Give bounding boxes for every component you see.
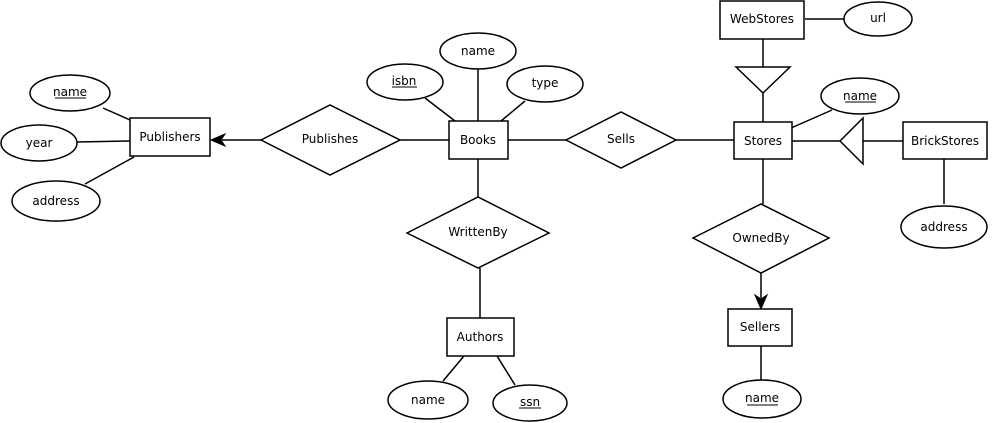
attribute-book-name: name bbox=[439, 32, 517, 70]
attribute-brickstore-address: address bbox=[900, 205, 988, 249]
entity-authors-label: Authors bbox=[457, 330, 504, 344]
line-publisher-address bbox=[84, 156, 135, 185]
entity-publishers-label: Publishers bbox=[139, 130, 200, 144]
relationship-writtenby-label: WrittenBy bbox=[448, 225, 507, 239]
isa-triangle-brickstores bbox=[838, 116, 864, 166]
relationship-sells-label: Sells bbox=[607, 132, 635, 146]
line-publisher-name bbox=[102, 107, 131, 121]
entity-publishers: Publishers bbox=[129, 117, 211, 157]
line-book-isbn bbox=[424, 97, 456, 122]
entity-brickstores-label: BrickStores bbox=[911, 134, 979, 148]
entity-webstores: WebStores bbox=[719, 0, 805, 40]
arrow-to-publishers bbox=[209, 132, 227, 148]
attribute-store-name-label: name bbox=[843, 89, 877, 103]
attribute-book-isbn-label: isbn bbox=[392, 74, 417, 88]
attribute-webstore-url-label: url bbox=[870, 11, 886, 25]
line-author-name bbox=[442, 355, 465, 382]
isa-triangle-webstores bbox=[734, 66, 792, 95]
relationship-ownedby-label: OwnedBy bbox=[732, 231, 789, 245]
entity-webstores-label: WebStores bbox=[730, 12, 794, 26]
attribute-author-name-label: name bbox=[411, 393, 445, 407]
attribute-book-type-label: type bbox=[532, 76, 559, 90]
entity-stores: Stores bbox=[733, 121, 793, 160]
attribute-publisher-name-label: name bbox=[53, 85, 87, 99]
attribute-publisher-name: name bbox=[29, 74, 111, 112]
relationship-publishes: Publishes bbox=[259, 104, 402, 176]
connectors bbox=[76, 18, 945, 386]
line-author-ssn bbox=[496, 355, 516, 386]
attribute-publisher-year-label: year bbox=[26, 136, 53, 150]
attribute-book-isbn: isbn bbox=[366, 63, 444, 101]
attribute-author-ssn-label: ssn bbox=[520, 395, 540, 409]
attribute-author-ssn: ssn bbox=[492, 384, 568, 422]
entity-sellers-label: Sellers bbox=[740, 320, 780, 334]
attribute-seller-name: name bbox=[722, 379, 802, 419]
relationship-sells: Sells bbox=[564, 111, 678, 169]
attribute-publisher-address: address bbox=[11, 180, 101, 222]
attribute-brickstore-address-label: address bbox=[920, 220, 967, 234]
entity-books: Books bbox=[448, 120, 509, 160]
attribute-book-type: type bbox=[506, 65, 584, 103]
relationship-writtenby: WrittenBy bbox=[405, 196, 551, 269]
attribute-publisher-year: year bbox=[0, 124, 78, 162]
attribute-publisher-address-label: address bbox=[32, 194, 79, 208]
entity-sellers: Sellers bbox=[727, 308, 793, 347]
attribute-book-name-label: name bbox=[461, 44, 495, 58]
relationship-publishes-label: Publishes bbox=[302, 132, 358, 146]
entity-stores-label: Stores bbox=[744, 134, 782, 148]
attribute-author-name: name bbox=[387, 380, 469, 420]
entity-brickstores: BrickStores bbox=[902, 121, 988, 160]
relationship-ownedby: OwnedBy bbox=[691, 203, 831, 274]
line-store-name bbox=[790, 109, 833, 129]
attribute-webstore-url: url bbox=[843, 1, 913, 37]
attribute-seller-name-label: name bbox=[745, 391, 779, 405]
line-publisher-year bbox=[76, 140, 131, 143]
attribute-store-name: name bbox=[820, 77, 900, 115]
arrow-to-sellers bbox=[753, 293, 769, 311]
line-book-type bbox=[500, 100, 526, 122]
entity-books-label: Books bbox=[460, 133, 496, 147]
entity-authors: Authors bbox=[446, 317, 515, 357]
